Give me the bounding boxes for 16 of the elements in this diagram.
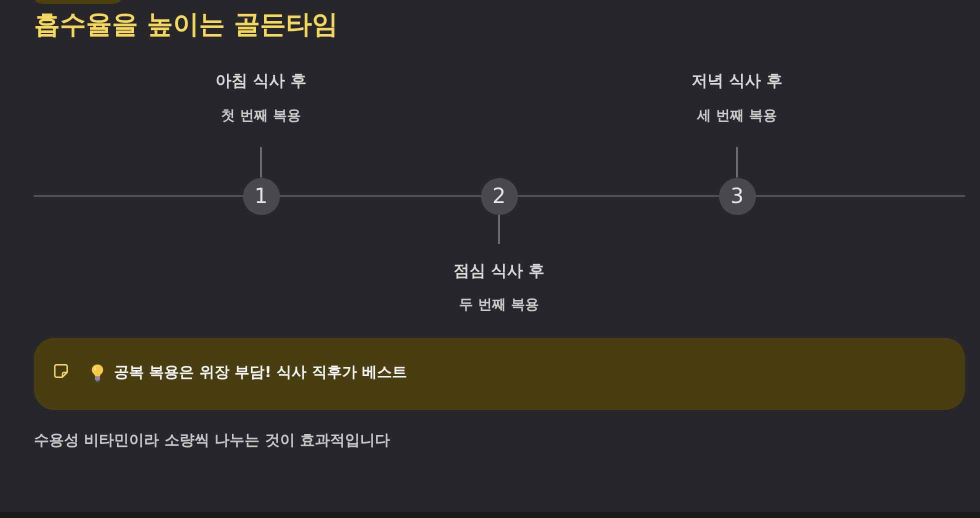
note-text: 수용성 비타민이라 소량씩 나누는 것이 효과적입니다: [34, 430, 390, 450]
step-number-circle: 3: [718, 178, 756, 214]
meal-time-heading: 아침 식사 후: [215, 71, 307, 91]
step-number-circle: 2: [480, 178, 518, 214]
tip-text: 공복 복용은 위장 부담! 식사 직후가 베스트: [114, 362, 408, 382]
tip-callout: [34, 338, 965, 410]
meal-time-heading: 점심 식사 후: [453, 261, 545, 281]
step-number-circle: 1: [242, 178, 280, 214]
connector-line: [498, 214, 500, 244]
meal-time-heading: 저녁 식사 후: [691, 71, 783, 91]
connector-line: [736, 147, 738, 178]
diagram-title: 흡수율을 높이는 골든타임: [34, 9, 338, 42]
dose-order-text: 첫 번째 복용: [221, 107, 301, 125]
dose-order-text: 세 번째 복용: [697, 107, 777, 125]
connector-line: [260, 147, 262, 178]
dose-order-text: 두 번째 복용: [459, 296, 539, 314]
